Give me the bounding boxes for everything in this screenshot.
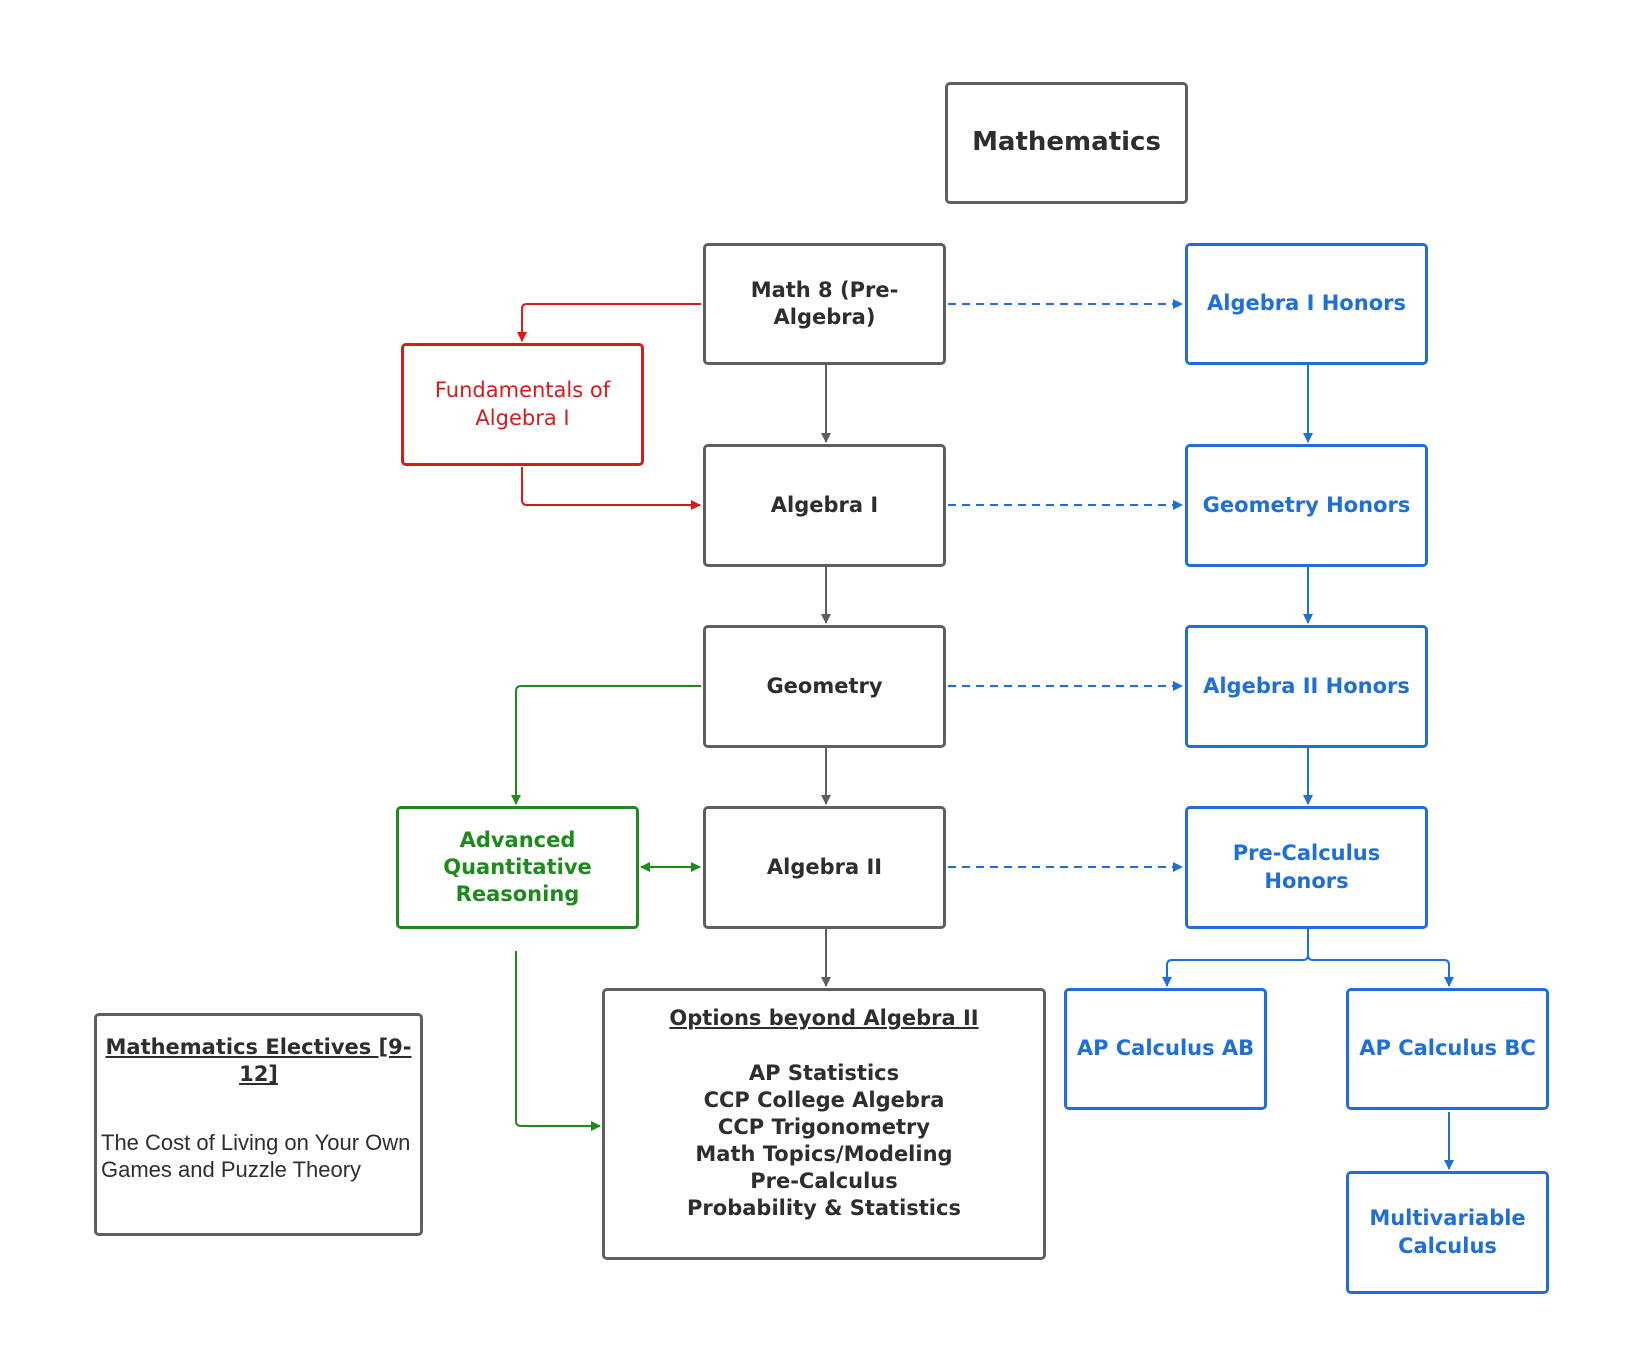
aqr-label-line3: Reasoning xyxy=(455,882,580,907)
arrow-precalc-to-calc-bc xyxy=(1307,954,1454,987)
options-item: Math Topics/Modeling xyxy=(695,1142,953,1167)
electives-heading: Mathematics Electives [9-12] xyxy=(105,1035,412,1087)
geometry-honors-label: Geometry Honors xyxy=(1202,492,1411,517)
algebra2-honors-box: Algebra II Honors xyxy=(1185,625,1428,748)
fundamentals-label-line2: Algebra I xyxy=(475,405,570,430)
algebra1-box: Algebra I xyxy=(703,444,946,567)
math8-box: Math 8 (Pre-Algebra) xyxy=(703,243,946,365)
options-item: Probability & Statistics xyxy=(687,1196,961,1221)
mathematics-title: Mathematics xyxy=(972,127,1161,158)
math8-label: Math 8 (Pre-Algebra) xyxy=(750,277,899,329)
electives-item: Games and Puzzle Theory xyxy=(101,1156,362,1182)
calc-bc-box: AP Calculus BC xyxy=(1346,988,1549,1110)
options-item: AP Statistics xyxy=(748,1061,900,1086)
arrow-fundamentals-to-algebra1 xyxy=(521,467,701,510)
fundamentals-box: Fundamentals of Algebra I xyxy=(401,343,644,466)
arrow-math8-to-fundamentals xyxy=(517,303,701,342)
options-box: Options beyond Algebra II AP Statistics … xyxy=(602,988,1046,1260)
algebra1-honors-label: Algebra I Honors xyxy=(1207,291,1406,316)
multivariable-label-line1: Multivariable xyxy=(1369,1206,1526,1231)
arrow-geometry-to-aqr xyxy=(511,685,701,805)
algebra1-label: Algebra I xyxy=(770,492,879,517)
arrow-aqr-to-options xyxy=(515,951,601,1131)
electives-box: Mathematics Electives [9-12] The Cost of… xyxy=(94,1013,423,1236)
aqr-box: Advanced Quantitative Reasoning xyxy=(396,806,639,929)
algebra1-honors-box: Algebra I Honors xyxy=(1185,243,1428,365)
options-item: CCP College Algebra xyxy=(703,1088,945,1113)
precalc-honors-box: Pre-Calculus Honors xyxy=(1185,806,1428,929)
multivariable-label-line2: Calculus xyxy=(1398,1233,1497,1258)
algebra2-box: Algebra II xyxy=(703,806,946,929)
calc-ab-label: AP Calculus AB xyxy=(1076,1036,1255,1061)
algebra2-label: Algebra II xyxy=(766,854,883,879)
aqr-label-line1: Advanced xyxy=(459,827,576,852)
mathematics-title-box: Mathematics xyxy=(945,82,1188,204)
electives-item: The Cost of Living on Your Own xyxy=(101,1129,411,1155)
precalc-honors-label: Pre-Calculus Honors xyxy=(1232,841,1381,893)
geometry-honors-box: Geometry Honors xyxy=(1185,444,1428,567)
options-heading: Options beyond Algebra II xyxy=(669,1006,979,1030)
algebra2-honors-label: Algebra II Honors xyxy=(1203,673,1410,698)
arrow-precalc-to-calc-ab xyxy=(1162,929,1309,987)
calc-bc-label: AP Calculus BC xyxy=(1359,1036,1536,1061)
fundamentals-label-line1: Fundamentals of xyxy=(434,378,611,403)
geometry-box: Geometry xyxy=(703,625,946,748)
multivariable-box: Multivariable Calculus xyxy=(1346,1171,1549,1294)
options-item: CCP Trigonometry xyxy=(717,1115,931,1140)
options-item: Pre-Calculus xyxy=(750,1169,898,1194)
geometry-label: Geometry xyxy=(766,673,883,698)
aqr-label-line2: Quantitative xyxy=(443,854,592,879)
calc-ab-box: AP Calculus AB xyxy=(1064,988,1267,1110)
